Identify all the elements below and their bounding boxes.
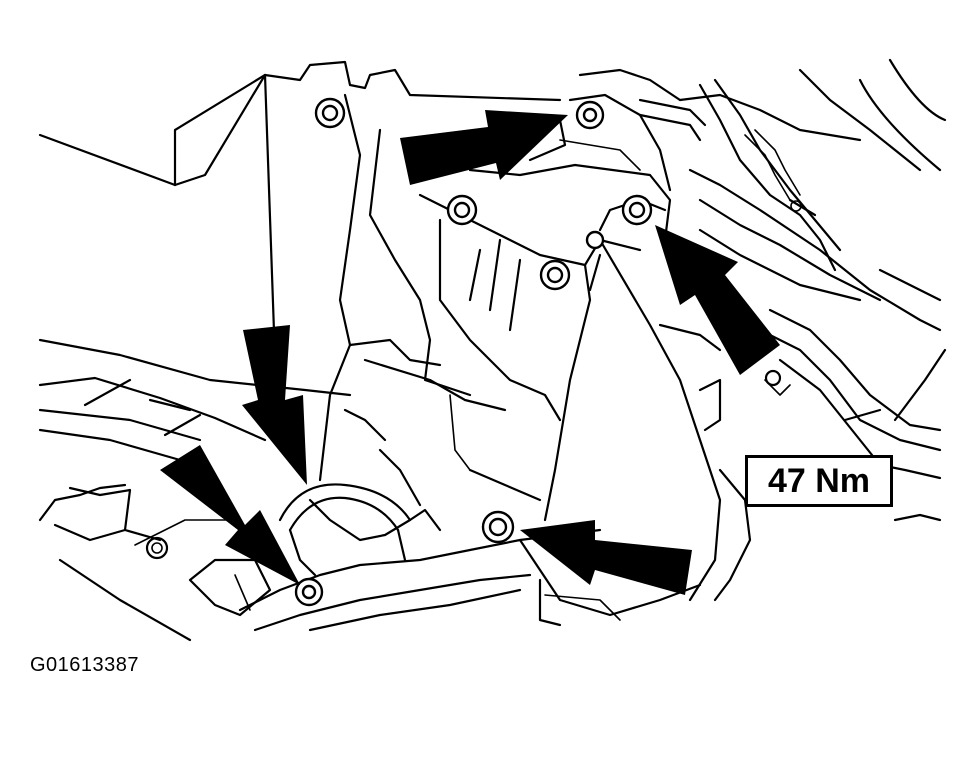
hoses-and-lines: [578, 58, 947, 602]
arrow-icon: [655, 225, 780, 375]
bolt-icon: [481, 510, 515, 544]
bolt-icon: [314, 97, 346, 129]
arrow-icon: [400, 110, 568, 185]
arrow-icon: [160, 445, 300, 585]
arrow-icon: [520, 520, 692, 595]
callout-arrows: [160, 110, 780, 595]
bolt-icon: [539, 259, 571, 291]
bolt-icon: [575, 100, 605, 130]
bolt-icon: [585, 230, 605, 250]
arrow-icon: [242, 325, 307, 485]
bolt-icon: [621, 194, 653, 226]
figure-id: G01613387: [30, 654, 140, 676]
bolt-icon: [446, 194, 478, 226]
bolts: [294, 97, 653, 607]
housing-outline: [38, 60, 562, 642]
torque-spec-label: 47 Nm: [745, 455, 893, 507]
bracket-assembly: [238, 93, 722, 632]
bolt-icon: [294, 577, 324, 607]
